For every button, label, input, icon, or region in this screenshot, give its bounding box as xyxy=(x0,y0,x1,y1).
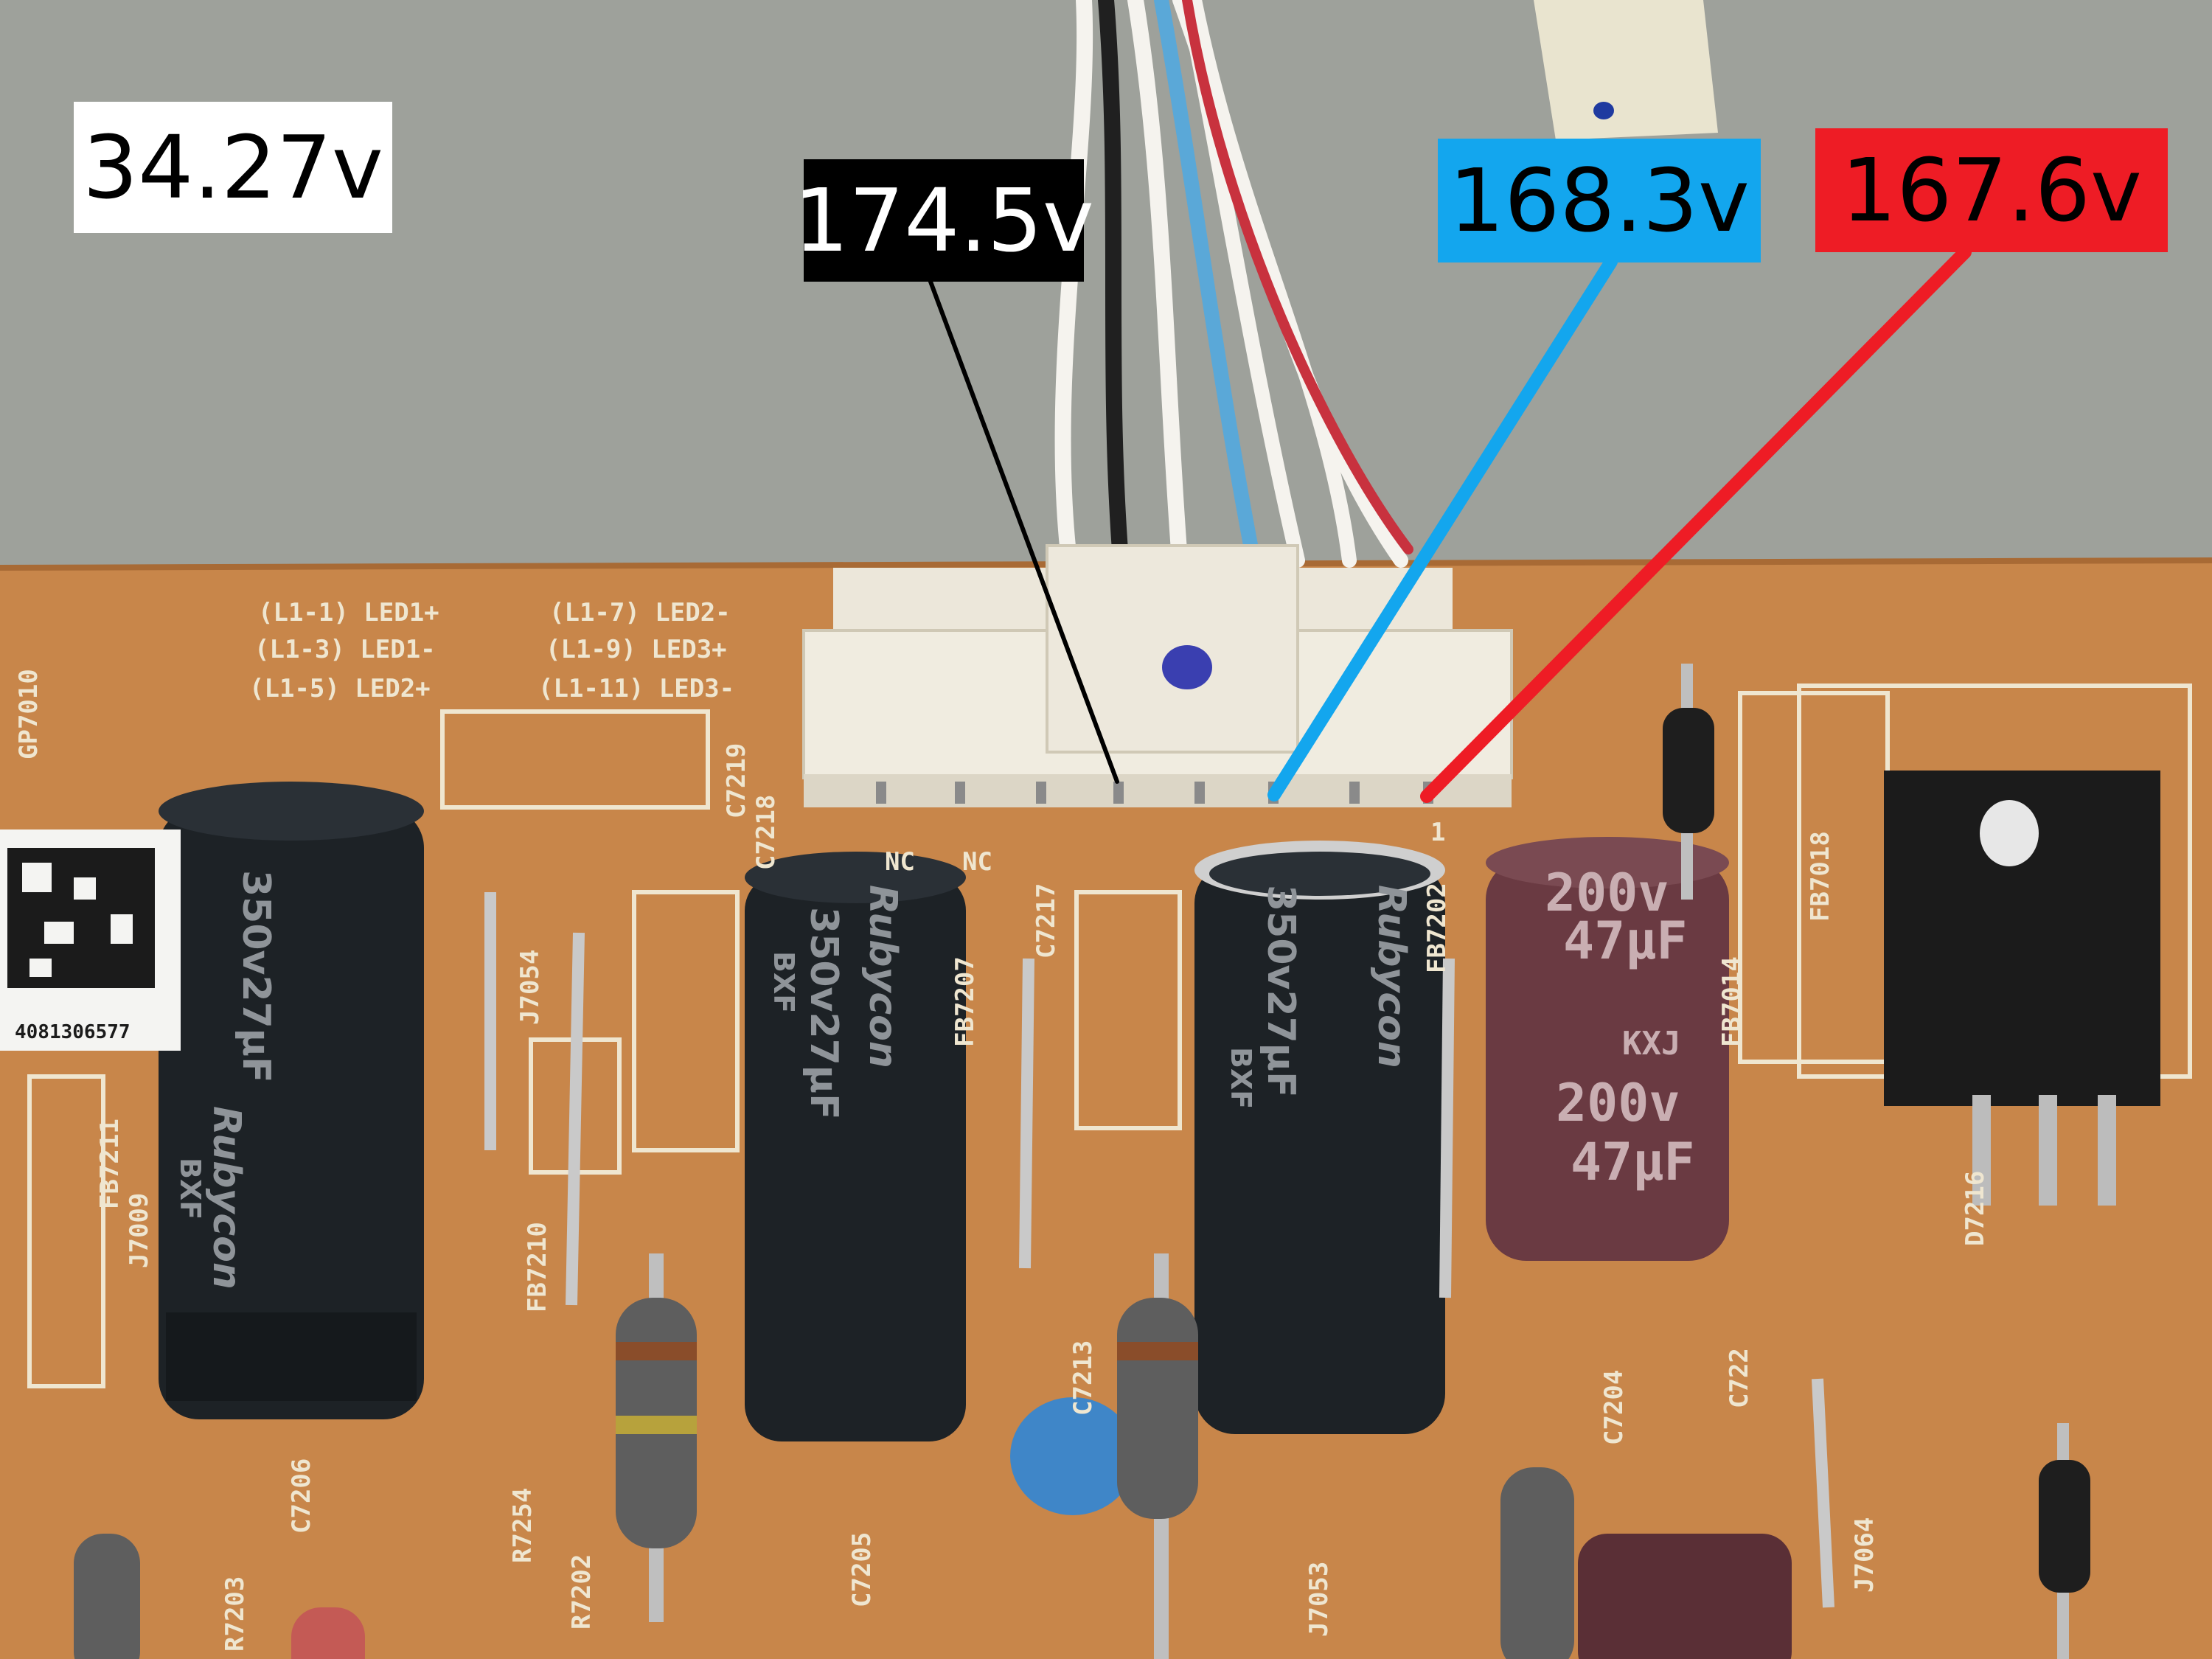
voltage-label-blue: 168.3v xyxy=(1438,139,1761,262)
cap-right-brand: Rubycon xyxy=(1369,885,1413,1068)
silk-led3minus: (L1-11) LED3- xyxy=(538,674,734,703)
silk-fb7210: FB7210 xyxy=(523,1222,552,1312)
silk-fb7211: FB7211 xyxy=(95,1119,125,1209)
voltage-label-blue-text: 168.3v xyxy=(1449,150,1750,251)
barcode-label xyxy=(0,830,181,1051)
silk-led1plus: (L1-1) LED1+ xyxy=(258,598,439,627)
cap-right-rating: 350v27μF xyxy=(1259,885,1303,1098)
pointer-lines xyxy=(928,246,1972,803)
cap-right-series: BXF xyxy=(1225,1047,1257,1109)
silk-c7213: C7213 xyxy=(1068,1340,1098,1416)
capacitor-left xyxy=(159,782,424,1419)
silk-gp7010: GP7010 xyxy=(14,669,44,759)
barcode-number: 4081306577 xyxy=(15,1021,131,1043)
silk-c722: C722 xyxy=(1725,1348,1754,1408)
silk-led1minus: (L1-3) LED1- xyxy=(254,635,436,664)
resistor-1 xyxy=(616,1253,697,1622)
ink-dot xyxy=(1593,102,1614,119)
silk-j7054: J7054 xyxy=(515,950,545,1025)
pointer-line-black xyxy=(928,279,1119,784)
led-connector xyxy=(802,544,1513,807)
silk-fb7018: FB7018 xyxy=(1806,831,1835,922)
voltage-label-white: 34.27v xyxy=(74,102,392,233)
ribbon-cable xyxy=(1534,0,1718,140)
capacitor-mid xyxy=(745,852,966,1441)
silk-j7009: J7009 xyxy=(125,1193,154,1268)
resistor-3 xyxy=(1500,1467,1574,1659)
cap-left-rating: 350v27μF xyxy=(234,870,278,1083)
transistor xyxy=(1884,771,2160,1206)
silk-fb7202: FB7202 xyxy=(1422,883,1452,973)
voltage-label-black-text: 174.5v xyxy=(793,170,1094,271)
silk-nc2: NC xyxy=(962,847,992,877)
silk-j7064: J7064 xyxy=(1850,1517,1879,1593)
voltage-label-black: 174.5v xyxy=(793,159,1094,282)
cap-purple-cap: 47μF xyxy=(1563,911,1688,971)
silk-nc1: NC xyxy=(885,847,915,877)
voltage-label-red-text: 167.6v xyxy=(1841,139,2142,241)
voltage-label-red: 167.6v xyxy=(1815,128,2168,252)
silk-d7216: D7216 xyxy=(1961,1171,1990,1246)
wire-bundle xyxy=(1054,0,1413,568)
diode-top xyxy=(1663,664,1714,900)
resistor-4 xyxy=(74,1534,140,1659)
silk-c7205: C7205 xyxy=(847,1532,877,1607)
cap-purple-voltage: 200v xyxy=(1545,863,1669,923)
silk-c7206: C7206 xyxy=(287,1458,316,1534)
jumpers xyxy=(484,892,1834,1608)
silk-fb7207: FB7207 xyxy=(950,956,980,1047)
cap-mid-series: BXF xyxy=(768,951,800,1013)
resistor-5 xyxy=(291,1607,365,1659)
silk-led2plus: (L1-5) LED2+ xyxy=(249,674,431,703)
cap-purple-voltage-2: 200v xyxy=(1556,1073,1680,1133)
capacitor-purple xyxy=(1486,837,1729,1261)
diode-bottom xyxy=(2039,1423,2090,1659)
capacitor-right xyxy=(1194,841,1445,1434)
silkscreen-outlines xyxy=(27,684,2192,1388)
capacitor-purple-bottom xyxy=(1578,1534,1792,1659)
silk-r7203: R7203 xyxy=(220,1576,250,1652)
silk-c7219: C7219 xyxy=(722,743,751,818)
cap-purple-cap-2: 47μF xyxy=(1571,1132,1695,1192)
silk-r7254: R7254 xyxy=(508,1488,538,1563)
cap-left-brand: Rubycon xyxy=(204,1106,248,1290)
resistor-2 xyxy=(1117,1253,1198,1659)
cap-left-series: BXF xyxy=(174,1158,206,1220)
ceramic-capacitor xyxy=(1010,1397,1135,1515)
cap-purple-series: KXJ xyxy=(1622,1025,1680,1062)
silk-j7053: J7053 xyxy=(1304,1562,1334,1637)
silk-fb7014: FB7014 xyxy=(1717,956,1747,1047)
pointer-line-red xyxy=(1420,246,1972,803)
silk-r7202: R7202 xyxy=(567,1554,597,1630)
pcb-board xyxy=(0,560,2212,1659)
cap-mid-brand: Rubycon xyxy=(860,885,905,1068)
silk-led3plus: (L1-9) LED3+ xyxy=(546,635,727,664)
silk-c7204: C7204 xyxy=(1599,1370,1629,1445)
silk-pin1: 1 xyxy=(1430,818,1445,847)
silk-led2minus: (L1-7) LED2- xyxy=(549,598,731,627)
silk-c7218: C7218 xyxy=(751,795,781,870)
cap-mid-rating: 350v27μF xyxy=(801,907,846,1120)
voltage-label-white-text: 34.27v xyxy=(83,116,383,218)
pointer-line-blue xyxy=(1267,255,1618,801)
silk-c7217: C7217 xyxy=(1032,883,1061,959)
